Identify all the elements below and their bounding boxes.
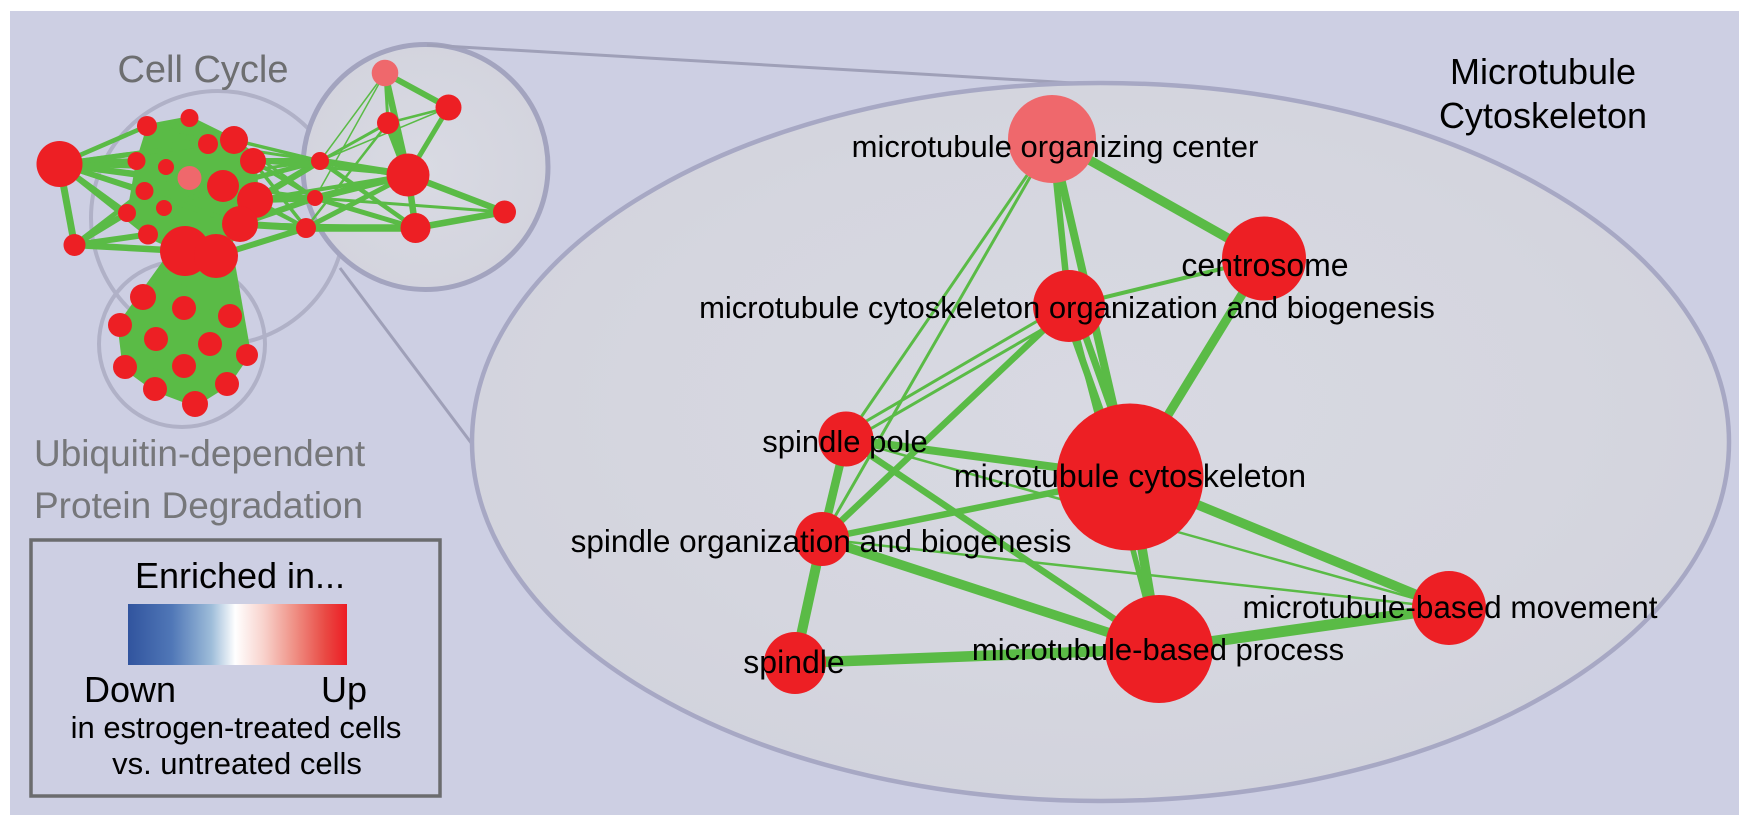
svg-text:spindle organization and bioge: spindle organization and biogenesis bbox=[571, 523, 1072, 559]
svg-text:spindle: spindle bbox=[743, 644, 844, 680]
svg-text:Cytoskeleton: Cytoskeleton bbox=[1439, 95, 1647, 136]
svg-text:Down: Down bbox=[84, 669, 176, 710]
svg-text:vs. untreated cells: vs. untreated cells bbox=[112, 746, 362, 781]
svg-text:microtubule-based movement: microtubule-based movement bbox=[1243, 589, 1658, 625]
svg-text:microtubule cytoskeleton: microtubule cytoskeleton bbox=[954, 458, 1306, 494]
svg-text:Microtubule: Microtubule bbox=[1450, 51, 1636, 92]
svg-text:microtubule cytoskeleton organ: microtubule cytoskeleton organization an… bbox=[699, 290, 1435, 325]
svg-text:Cell Cycle: Cell Cycle bbox=[117, 49, 288, 91]
svg-text:Up: Up bbox=[321, 669, 367, 710]
svg-text:Protein Degradation: Protein Degradation bbox=[34, 485, 363, 526]
svg-text:Ubiquitin-dependent: Ubiquitin-dependent bbox=[34, 433, 366, 474]
svg-text:microtubule organizing center: microtubule organizing center bbox=[852, 129, 1259, 164]
svg-text:centrosome: centrosome bbox=[1181, 247, 1348, 283]
svg-text:microtubule-based process: microtubule-based process bbox=[972, 632, 1344, 667]
svg-text:Enriched in...: Enriched in... bbox=[135, 555, 345, 596]
svg-text:spindle pole: spindle pole bbox=[762, 424, 927, 459]
svg-text:in estrogen-treated cells: in estrogen-treated cells bbox=[71, 710, 402, 745]
